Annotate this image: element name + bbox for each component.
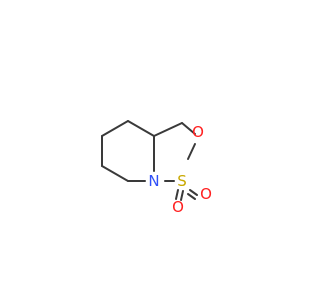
bond-ring-6: [101, 120, 129, 137]
atom-label-n: N: [148, 172, 159, 190]
bond-s-o-double-a: [175, 189, 179, 200]
bond-ring-5: [127, 120, 155, 137]
bond-c-ch2: [153, 122, 183, 137]
atom-label-o-ring: O: [192, 123, 204, 141]
bond-s-o2-double-b: [187, 193, 196, 200]
atom-label-s: S: [177, 172, 187, 190]
molecule-diagram: N S O O O: [101, 120, 212, 216]
bond-ring-2: [101, 165, 129, 182]
bond-ch2-o: [181, 122, 196, 135]
bond-o-s: [187, 143, 196, 160]
atom-label-o-sulfonyl-2: O: [200, 185, 212, 203]
atom-label-o-sulfonyl: O: [172, 198, 184, 216]
bond-s-o2-double-a: [189, 189, 198, 196]
bond-s-o-double-b: [180, 190, 184, 201]
